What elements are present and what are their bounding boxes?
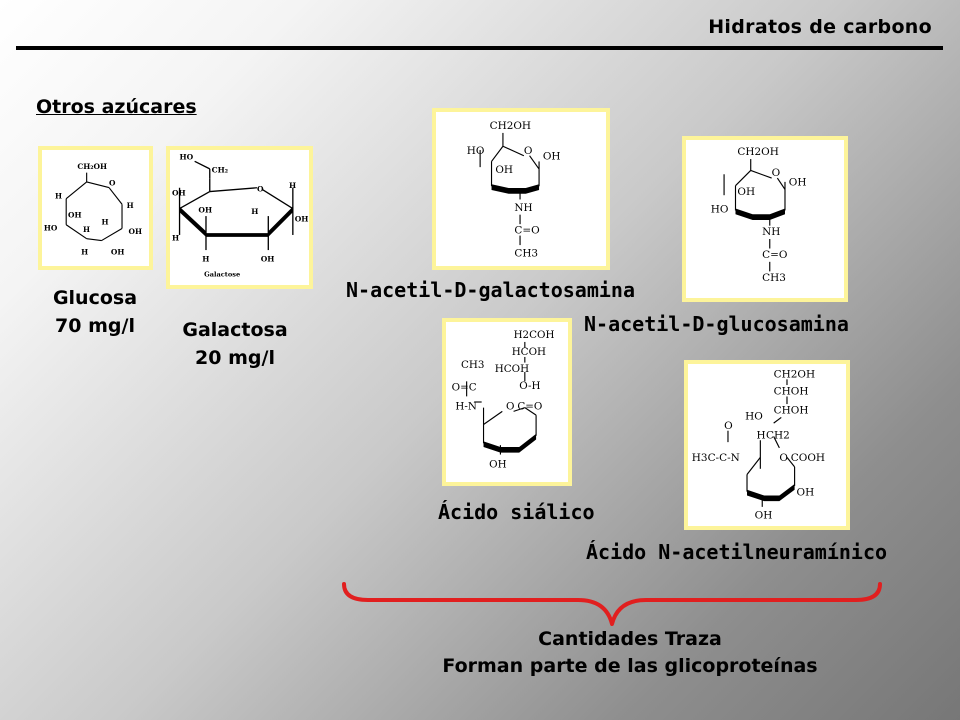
glcnac-co-atom: C=O xyxy=(762,249,787,261)
neu5ac-h3c-atom: H3C-C-N xyxy=(692,452,740,464)
curly-brace-icon xyxy=(342,582,882,626)
glcnac-ring-o-atom: O xyxy=(772,167,781,179)
footer-line-2: Forman parte de las glicoproteínas xyxy=(442,655,818,677)
glucose-oh-atom: OH xyxy=(111,248,125,257)
galnac-nh-atom: NH xyxy=(514,202,532,214)
galactose-oh-atom: OH xyxy=(261,254,275,263)
sialic-oh-atom: OH xyxy=(489,459,506,471)
galactose-ring-o-atom: O xyxy=(257,185,264,194)
galactose-h-atom: H xyxy=(172,234,179,243)
sialic-acid-name: Ácido siálico xyxy=(438,500,595,524)
glcnac-ch3-atom: CH3 xyxy=(762,272,786,284)
galnac-name: N-acetil-D-galactosamina xyxy=(346,278,635,302)
neu5ac-choh-atom: CHOH xyxy=(774,386,809,398)
galactose-oh-atom: OH xyxy=(295,215,309,224)
glucose-oh-atom: OH xyxy=(68,210,82,219)
glucose-h-atom: H xyxy=(102,218,109,227)
glcnac-name: N-acetil-D-glucosamina xyxy=(584,312,849,336)
galactose-oh-atom: OH xyxy=(172,188,186,197)
galnac-ho-atom: HO xyxy=(467,145,485,157)
sialic-oc-atom: O=C xyxy=(452,382,477,394)
neu5ac-cooh-atom: COOH xyxy=(791,452,825,464)
glcnac-oh-atom: OH xyxy=(737,186,755,198)
galactose-name: Galactosa xyxy=(182,319,288,341)
neu5ac-ho-atom: HO xyxy=(745,410,763,422)
sialic-oh-h-atom: O-H xyxy=(519,380,540,392)
galnac-oh-atom: OH xyxy=(495,164,513,176)
header-title: Hidratos de carbono xyxy=(708,16,932,38)
footer-line-1: Cantidades Traza xyxy=(538,628,722,650)
neu5ac-choh-atom: CHOH xyxy=(774,405,809,417)
header-divider xyxy=(16,46,943,50)
galactose-h-atom: H xyxy=(202,254,209,263)
sialic-hn-atom: H-N xyxy=(455,401,477,413)
galnac-ring-o-atom: O xyxy=(524,145,533,157)
sialic-hcoh-atom: HCOH xyxy=(495,363,529,375)
sialic-ch3-atom: CH3 xyxy=(461,359,484,371)
glucose-oh-atom: OH xyxy=(129,227,143,236)
glcnac-ho-atom: HO xyxy=(711,203,729,215)
glcnac-nh-atom: NH xyxy=(762,226,780,238)
footer-note: Cantidades Traza Forman parte de las gli… xyxy=(380,626,880,680)
galnac-co-atom: C=O xyxy=(514,225,539,237)
galactose-oh-atom: OH xyxy=(198,205,212,214)
neu5ac-h-atom: H xyxy=(757,429,766,441)
galnac-ch2oh-atom: CH2OH xyxy=(490,120,531,132)
galnac-label: N-acetil-D-galactosamina xyxy=(346,278,635,302)
glcnac-ch2oh-atom: CH2OH xyxy=(737,146,778,158)
neu5ac-label: Ácido N-acetilneuramínico xyxy=(586,540,887,564)
galactose-amount: 20 mg/l xyxy=(195,347,275,369)
galactose-ch2-atom: CH₂ xyxy=(212,166,228,175)
glucose-name: Glucosa xyxy=(52,287,138,309)
sialic-hcoh-atom: HCOH xyxy=(512,346,546,358)
glucose-h-atom: H xyxy=(81,248,88,257)
glucose-structure: CH₂OH O H H OH H HO OH H H OH xyxy=(38,146,153,270)
galactose-label: Galactosa 20 mg/l xyxy=(170,316,300,372)
glucose-label: Glucosa 70 mg/l xyxy=(40,284,150,340)
section-title: Otros azúcares xyxy=(36,96,197,118)
glucose-h-atom: H xyxy=(83,225,90,234)
neu5ac-o-atom: O xyxy=(724,420,733,432)
glcnac-structure: CH2OH O OH OH HO NH C=O CH3 xyxy=(682,136,848,302)
glucose-h-atom: H xyxy=(55,192,62,201)
glucose-ch2oh-atom: CH₂OH xyxy=(77,162,107,171)
glucose-ho-atom: HO xyxy=(44,223,58,232)
galnac-oh-atom: OH xyxy=(543,151,561,163)
neu5ac-name: Ácido N-acetilneuramínico xyxy=(586,540,888,564)
neu5ac-structure: CH2OH CHOH HO CHOH O H CH2 H3C-C-N O COO… xyxy=(684,360,850,530)
galactose-structure: HO CH₂ O OH H OH H OH H H OH Galactose xyxy=(166,146,313,289)
galnac-ch3-atom: CH3 xyxy=(514,247,538,259)
sialic-h2coh-atom: H2COH xyxy=(514,329,555,341)
neu5ac-ch2-atom: CH2 xyxy=(766,429,790,441)
neu5ac-ring-o-atom: O xyxy=(779,452,788,464)
neu5ac-ch2oh-atom: CH2OH xyxy=(774,368,815,380)
galnac-structure: CH2OH HO O OH OH NH C=O CH3 xyxy=(432,108,610,270)
galactose-h-atom: H xyxy=(251,207,258,216)
sialic-acid-label: Ácido siálico xyxy=(438,500,595,524)
neu5ac-oh-atom: OH xyxy=(755,509,773,521)
neu5ac-oh-atom: OH xyxy=(797,486,815,498)
glucose-ring-o-atom: O xyxy=(109,179,116,188)
galactose-ho-atom: HO xyxy=(180,152,194,161)
glucose-amount: 70 mg/l xyxy=(55,315,135,337)
glucose-h-atom: H xyxy=(127,201,134,210)
sialic-acid-structure: H2COH HCOH CH3 HCOH O=C O-H H-N O C=O OH xyxy=(442,318,572,486)
glcnac-label: N-acetil-D-glucosamina xyxy=(584,312,849,336)
sialic-ring-o-atom: O xyxy=(506,401,514,413)
glcnac-oh-atom: OH xyxy=(789,177,807,189)
galactose-h-atom: H xyxy=(289,181,296,190)
sialic-co-atom: C=O xyxy=(517,401,542,413)
galactose-caption: Galactose xyxy=(204,271,240,279)
